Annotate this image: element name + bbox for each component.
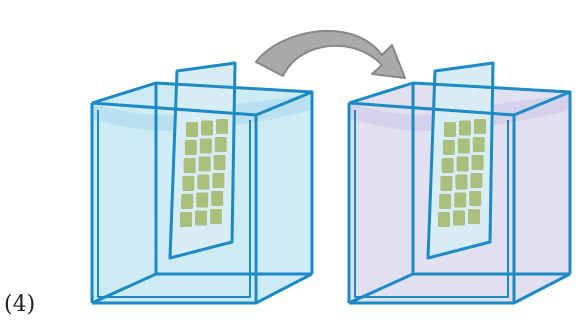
sample-square	[186, 122, 198, 137]
sample-square	[201, 120, 213, 136]
curved-arrow-icon	[255, 30, 406, 79]
sample-square	[181, 194, 194, 209]
sample-square	[456, 156, 469, 172]
sample-square	[214, 137, 227, 152]
sample-square	[196, 192, 209, 208]
left-sample-grid	[180, 119, 228, 227]
sample-square	[469, 191, 482, 206]
sample-square	[198, 156, 211, 172]
sample-square	[210, 209, 222, 224]
sample-square	[211, 191, 224, 206]
sample-square	[444, 122, 456, 137]
sample-square	[468, 209, 480, 224]
sample-square	[439, 194, 452, 209]
right-sample-grid	[438, 119, 486, 227]
right-slide	[426, 61, 495, 260]
sample-square	[213, 155, 226, 170]
sample-square	[474, 119, 486, 134]
sample-square	[197, 174, 210, 190]
left-slide	[168, 61, 237, 260]
sample-square	[438, 212, 450, 227]
sample-square	[453, 210, 465, 226]
sample-square	[216, 119, 228, 134]
sample-square	[180, 212, 192, 227]
sample-square	[472, 137, 485, 152]
sample-square	[212, 173, 225, 188]
sample-square	[457, 138, 470, 154]
sample-square	[459, 120, 471, 136]
sample-square	[441, 158, 454, 173]
sample-square	[442, 140, 455, 155]
sample-square	[440, 176, 453, 191]
right-tank	[347, 61, 572, 305]
step-label: (4)	[4, 292, 36, 317]
sample-square	[470, 173, 483, 188]
sample-square	[184, 140, 197, 155]
left-tank	[90, 61, 314, 305]
sample-square	[454, 192, 467, 208]
sample-square	[471, 155, 484, 170]
sample-square	[183, 158, 196, 173]
sample-square	[195, 210, 207, 226]
sample-square	[199, 138, 212, 154]
sample-square	[182, 176, 195, 191]
sample-square	[455, 174, 468, 190]
